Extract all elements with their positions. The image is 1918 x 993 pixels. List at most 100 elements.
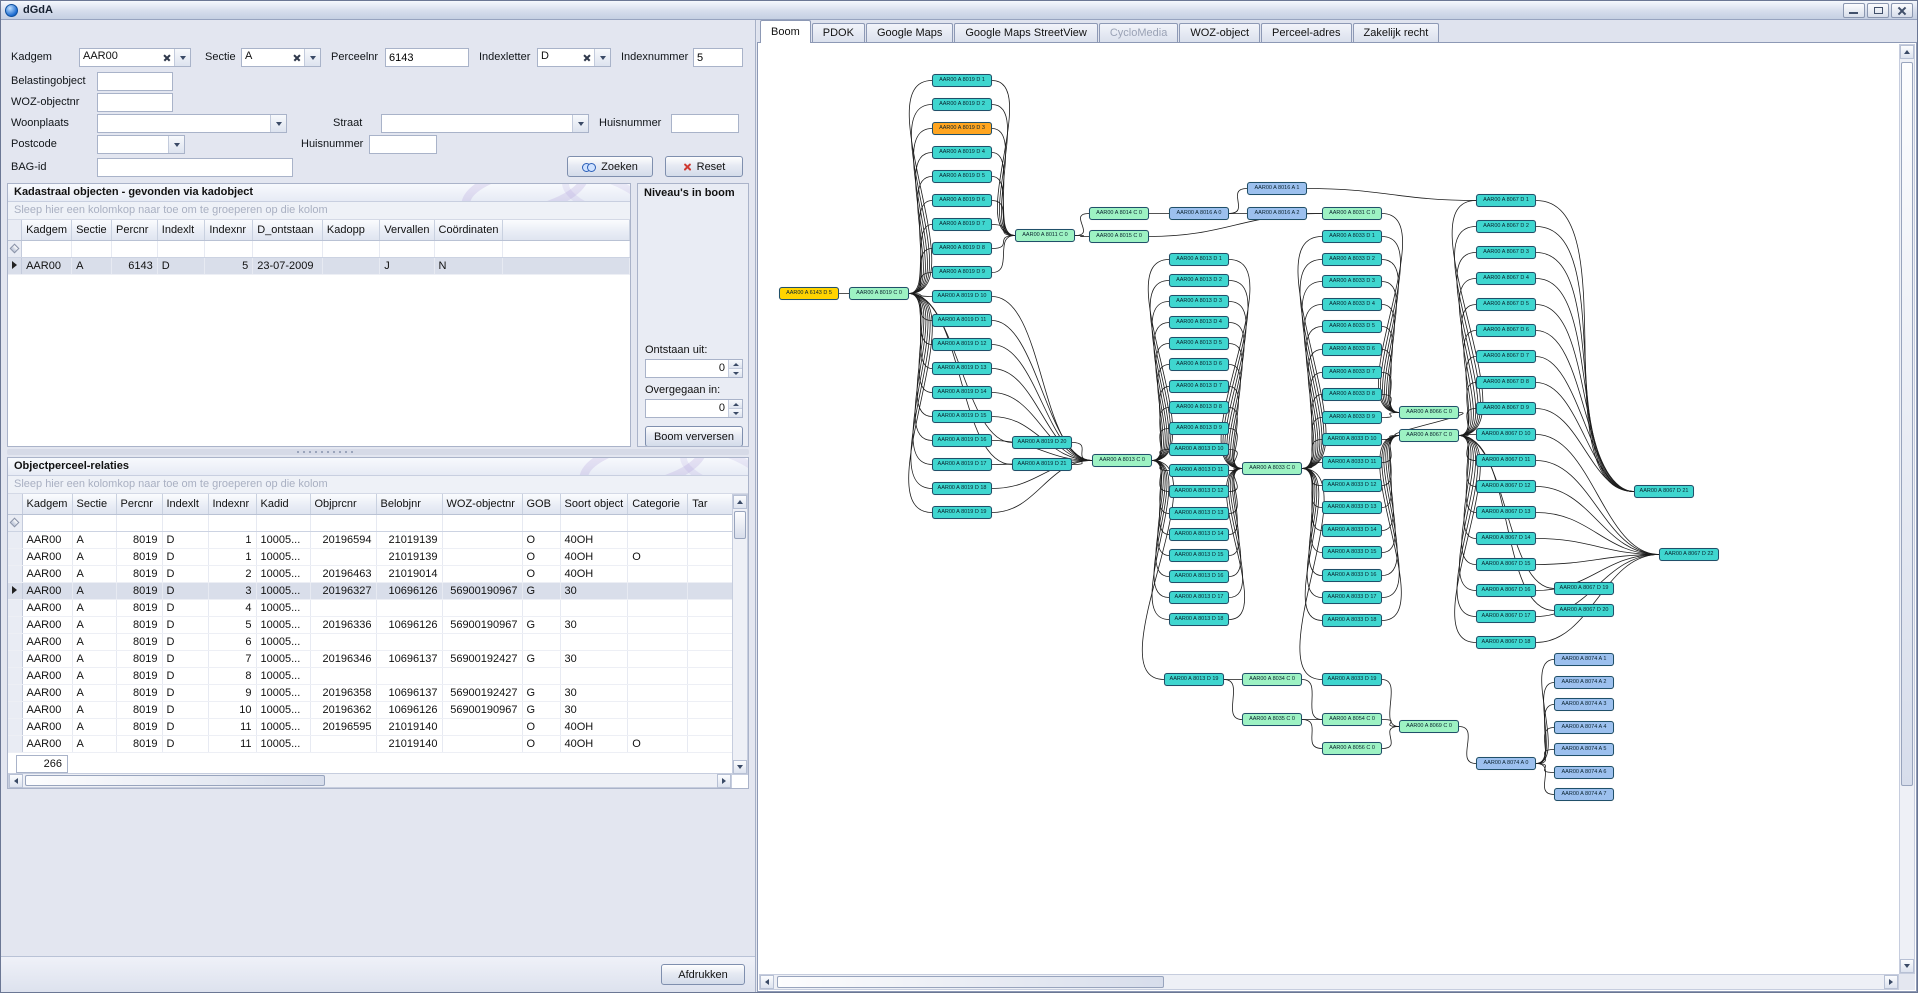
reset-button[interactable]: Reset [665,156,743,177]
graph-node-d13[interactable]: AAR00 A 8067 D 13 [1476,506,1536,519]
graph-node-c8[interactable]: AAR00 A 8033 D 8 [1322,388,1382,401]
graph-node-p8019c0[interactable]: AAR00 A 8019 C 0 [849,287,909,300]
graph-node-b6[interactable]: AAR00 A 8013 D 6 [1169,358,1229,371]
close-button[interactable] [1891,2,1913,18]
indexletter-clear-icon[interactable] [579,49,594,66]
tab-boom[interactable]: Boom [760,20,811,43]
postcode-combo[interactable] [97,135,185,154]
graph-node-a20[interactable]: AAR00 A 8019 D 20 [1012,436,1072,449]
graph-node-d4[interactable]: AAR00 A 8067 D 4 [1476,272,1536,285]
relaties-vertical-scrollbar[interactable] [732,494,748,775]
filter-cell[interactable] [522,514,561,532]
kadgem-combo[interactable]: AAR00 [79,48,191,67]
sectie-combo[interactable]: A [241,48,321,67]
graph-node-d16[interactable]: AAR00 A 8067 D 16 [1476,584,1536,597]
graph-node-a2[interactable]: AAR00 A 8019 D 2 [932,98,992,111]
graph-node-p8054c0[interactable]: AAR00 A 8054 C 0 [1322,713,1382,726]
column-header[interactable]: Vervallen [379,220,435,241]
sectie-dropdown-icon[interactable] [304,49,320,66]
graph-node-b9[interactable]: AAR00 A 8013 D 9 [1169,422,1229,435]
graph-node-c16[interactable]: AAR00 A 8033 D 16 [1322,569,1382,582]
graph-node-c15[interactable]: AAR00 A 8033 D 15 [1322,546,1382,559]
graph-node-p8016a1[interactable]: AAR00 A 8016 A 1 [1247,182,1307,195]
graph-node-c7[interactable]: AAR00 A 8033 D 7 [1322,366,1382,379]
graph-node-b15[interactable]: AAR00 A 8013 D 15 [1169,549,1229,562]
graph-node-a13[interactable]: AAR00 A 8019 D 13 [932,362,992,375]
graph-node-p8016a2[interactable]: AAR00 A 8016 A 2 [1247,207,1307,220]
scrollbar-thumb[interactable] [777,976,1164,988]
tab-perceel-adres[interactable]: Perceel-adres [1261,23,1352,43]
graph-node-d8[interactable]: AAR00 A 8067 D 8 [1476,376,1536,389]
graph-node-a8[interactable]: AAR00 A 8019 D 8 [932,242,992,255]
graph-node-e4[interactable]: AAR00 A 8074 A 4 [1554,721,1614,734]
graph-node-a1[interactable]: AAR00 A 8019 D 1 [932,74,992,87]
graph-node-b4[interactable]: AAR00 A 8013 D 4 [1169,316,1229,329]
graph-node-p8035c0[interactable]: AAR00 A 8035 C 0 [1242,713,1302,726]
graph-node-c13[interactable]: AAR00 A 8033 D 13 [1322,501,1382,514]
graph-node-b10[interactable]: AAR00 A 8013 D 10 [1169,443,1229,456]
graph-node-c5[interactable]: AAR00 A 8033 D 5 [1322,320,1382,333]
column-header[interactable]: Indexlt [162,494,209,515]
column-header[interactable]: Percnr [111,220,158,241]
graph-node-c11[interactable]: AAR00 A 8033 D 11 [1322,456,1382,469]
spin-up-icon[interactable] [729,360,742,368]
graph-node-e1[interactable]: AAR00 A 8074 A 1 [1554,653,1614,666]
minimize-button[interactable] [1843,2,1865,18]
filter-cell[interactable] [22,514,73,532]
scrollbar-thumb[interactable] [734,511,746,539]
afdrukken-button[interactable]: Afdrukken [661,964,745,985]
column-header[interactable]: GOB [522,494,561,515]
graph-node-p8069c0[interactable]: AAR00 A 8069 C 0 [1399,720,1459,733]
column-header[interactable]: Kadid [256,494,311,515]
graph-node-b5[interactable]: AAR00 A 8013 D 5 [1169,337,1229,350]
graph-node-a5[interactable]: AAR00 A 8019 D 5 [932,170,992,183]
graph-node-a10[interactable]: AAR00 A 8019 D 10 [932,290,992,303]
column-header[interactable]: Tar [687,494,737,515]
graph-node-p8074a0[interactable]: AAR00 A 8074 A 0 [1476,757,1536,770]
belastingobject-input[interactable] [97,72,173,91]
column-header[interactable]: Categorie [627,494,689,515]
graph-node-c12[interactable]: AAR00 A 8033 D 12 [1322,479,1382,492]
graph-node-a6[interactable]: AAR00 A 8019 D 6 [932,194,992,207]
graph-node-b19[interactable]: AAR00 A 8013 D 19 [1164,673,1224,686]
column-header[interactable]: Coördinaten [434,220,504,241]
filter-cell[interactable] [379,240,435,258]
maximize-button[interactable] [1867,2,1889,18]
graph-node-e6[interactable]: AAR00 A 8074 A 6 [1554,766,1614,779]
column-header[interactable]: WOZ-objectnr [442,494,523,515]
graph-node-p8016a0[interactable]: AAR00 A 8016 A 0 [1169,207,1229,220]
filter-cell[interactable] [376,514,443,532]
graph-node-b17[interactable]: AAR00 A 8013 D 17 [1169,591,1229,604]
scrollbar-thumb[interactable] [1901,62,1913,786]
graph-node-a19[interactable]: AAR00 A 8019 D 19 [932,506,992,519]
woonplaats-dropdown-icon[interactable] [270,115,286,132]
column-header[interactable]: Kadgem [22,494,73,515]
column-header[interactable]: Sectie [71,220,113,241]
filter-cell[interactable] [72,514,117,532]
graph-node-d17[interactable]: AAR00 A 8067 D 17 [1476,610,1536,623]
graph-node-d19[interactable]: AAR00 A 8067 D 19 [1554,582,1614,595]
graph-node-a12[interactable]: AAR00 A 8019 D 12 [932,338,992,351]
graph-node-b7[interactable]: AAR00 A 8013 D 7 [1169,380,1229,393]
graph-node-a3[interactable]: AAR00 A 8019 D 3 [932,122,992,135]
graph-node-b14[interactable]: AAR00 A 8013 D 14 [1169,528,1229,541]
graph-node-a21[interactable]: AAR00 A 8019 D 21 [1012,458,1072,471]
relaties-horizontal-scrollbar[interactable] [8,773,732,788]
filter-cell[interactable] [71,240,113,258]
column-header[interactable]: Kadopp [322,220,381,241]
bag-id-input[interactable] [97,158,293,177]
column-header[interactable]: Kadgem [21,220,73,241]
boom-verversen-button[interactable]: Boom verversen [645,426,743,446]
graph-node-p8013c0[interactable]: AAR00 A 8013 C 0 [1092,454,1152,467]
scroll-right-icon[interactable] [1884,975,1898,989]
zoeken-button[interactable]: Zoeken [567,156,653,177]
graph-node-p8067c0[interactable]: AAR00 A 8067 C 0 [1399,429,1459,442]
graph-node-a11[interactable]: AAR00 A 8019 D 11 [932,314,992,327]
filter-cell[interactable] [208,514,257,532]
graph-vertical-scrollbar[interactable] [1899,44,1915,974]
graph-node-a17[interactable]: AAR00 A 8019 D 17 [932,458,992,471]
graph-node-c2[interactable]: AAR00 A 8033 D 2 [1322,253,1382,266]
